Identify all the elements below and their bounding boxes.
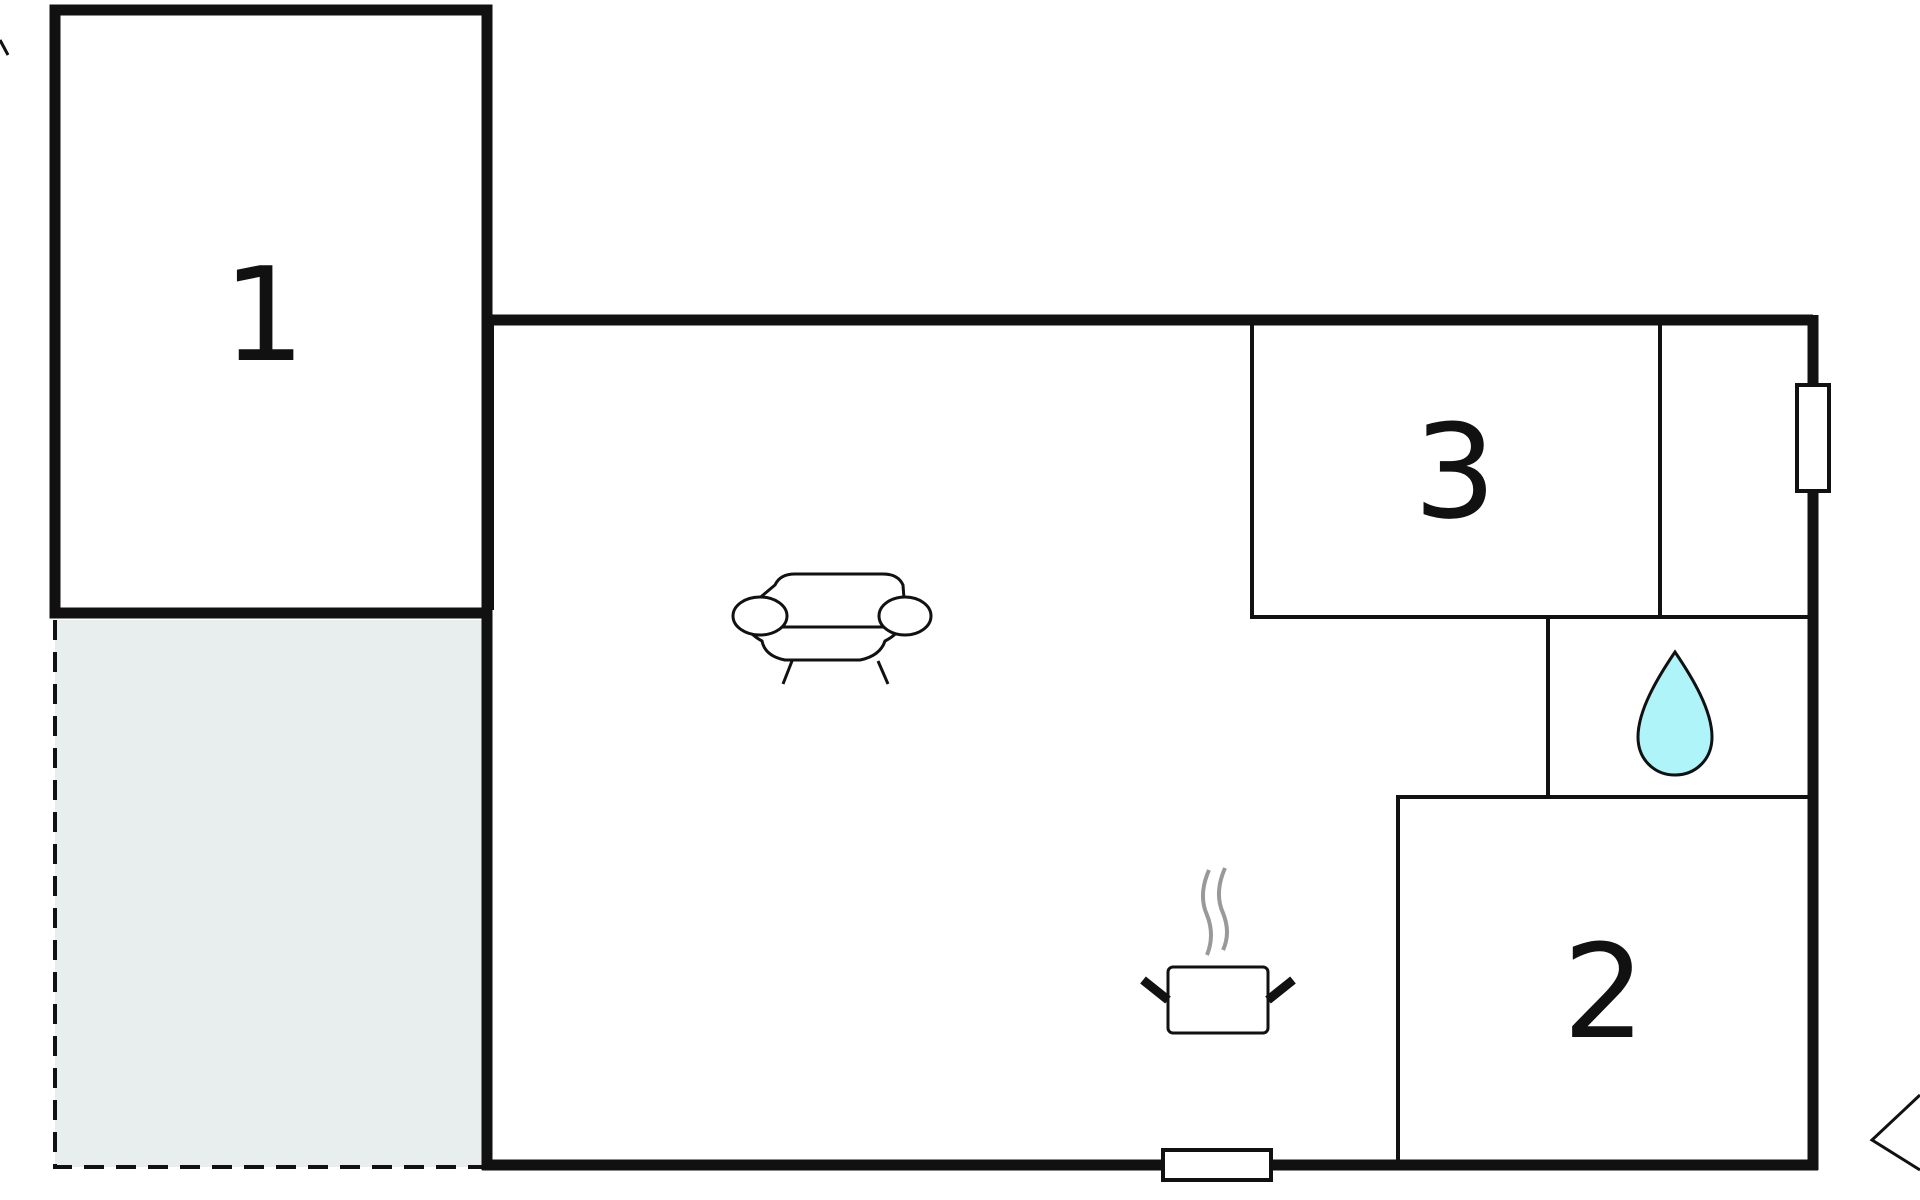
room-1-label: 1 (223, 239, 306, 391)
sofa-icon (731, 572, 933, 685)
cooking-pot-icon (1140, 867, 1296, 1035)
window-icon (1161, 1148, 1273, 1182)
room-1: 1 (49, 4, 493, 619)
water-drop-icon (1636, 649, 1714, 777)
interior-walls (1250, 324, 1810, 1160)
room-2-label: 2 (1563, 916, 1646, 1068)
window-icon (1795, 383, 1831, 493)
edge-mark-top-left (0, 39, 10, 56)
terrace-area (53, 620, 487, 1169)
edge-mark-bottom-right (1869, 1093, 1920, 1172)
room-3-label: 3 (1414, 396, 1497, 548)
